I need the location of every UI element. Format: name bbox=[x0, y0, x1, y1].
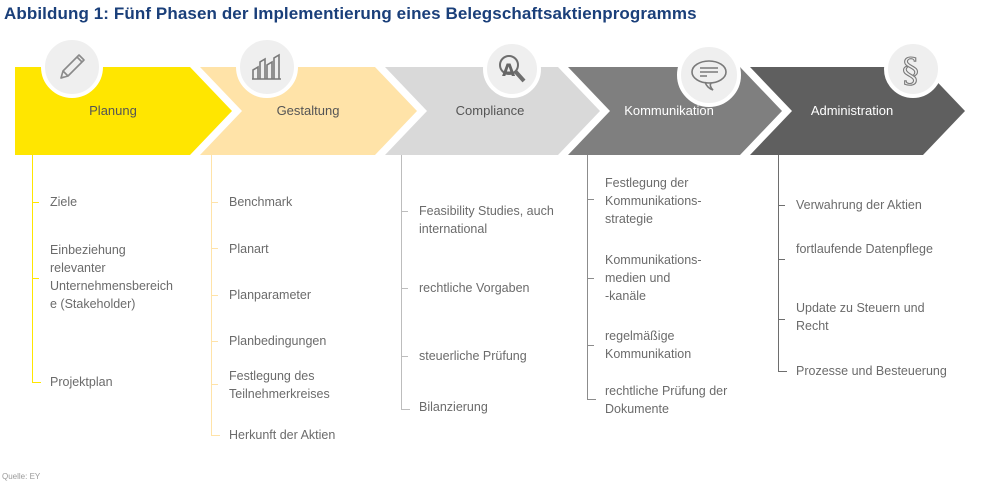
speech-bubble-icon bbox=[677, 43, 741, 107]
list-item: Festlegung des Teilnehmerkreises bbox=[229, 369, 330, 401]
connector-compliance bbox=[401, 155, 402, 409]
tick bbox=[587, 199, 594, 200]
list-item: Bilanzierung bbox=[419, 400, 488, 414]
tick bbox=[401, 211, 408, 212]
list-item: steuerliche Prüfung bbox=[419, 349, 527, 363]
tick-corner bbox=[211, 428, 220, 436]
phase-label-compliance: Compliance bbox=[455, 103, 525, 118]
list-item: fortlaufende Datenpflege bbox=[796, 242, 933, 256]
tick bbox=[778, 259, 785, 260]
tick bbox=[32, 202, 39, 203]
tick bbox=[211, 384, 218, 385]
tick bbox=[211, 295, 218, 296]
connector-kommunikation bbox=[587, 155, 588, 399]
tick bbox=[401, 356, 408, 357]
svg-text:A: A bbox=[502, 61, 516, 81]
phase-label-administration: Administration bbox=[810, 103, 894, 118]
paragraph-icon: § bbox=[884, 40, 942, 98]
phase-label-gestaltung: Gestaltung bbox=[276, 103, 340, 118]
pencil-icon bbox=[41, 36, 103, 98]
tick bbox=[778, 205, 785, 206]
list-item: Ziele bbox=[50, 195, 78, 209]
list-item: regelmäßige Kommunikation bbox=[605, 329, 692, 361]
tick bbox=[211, 248, 218, 249]
list-item: Planparameter bbox=[229, 288, 311, 302]
tick-corner bbox=[401, 402, 410, 410]
tick bbox=[778, 319, 785, 320]
phase-label-kommunikation: Kommunikation bbox=[624, 103, 714, 118]
tick bbox=[587, 278, 594, 279]
tick-corner bbox=[32, 375, 41, 383]
list-item: Festlegung der Kommunikations- strategie bbox=[605, 176, 702, 226]
phase-label-planung: Planung bbox=[89, 103, 137, 118]
list-item: Feasibility Studies, auch international bbox=[419, 204, 554, 236]
list-item: Herkunft der Aktien bbox=[229, 428, 336, 442]
list-item: Kommunikations- medien und -kanäle bbox=[605, 253, 702, 303]
tick bbox=[211, 202, 218, 203]
tick bbox=[587, 345, 594, 346]
list-item: rechtliche Vorgaben bbox=[419, 281, 530, 295]
list-item: Einbeziehung relevanter Unternehmensbere… bbox=[50, 243, 173, 311]
magnifier-icon: A bbox=[483, 40, 541, 98]
connector-planung bbox=[32, 155, 33, 382]
tick-corner bbox=[587, 392, 596, 400]
list-item: Update zu Steuern und Recht bbox=[796, 301, 925, 333]
tick bbox=[401, 288, 408, 289]
svg-text:§: § bbox=[902, 51, 919, 87]
tick bbox=[32, 278, 39, 279]
tick-corner bbox=[778, 364, 787, 372]
bar-chart-icon bbox=[236, 36, 298, 98]
connector-administration bbox=[778, 155, 779, 371]
list-item: Projektplan bbox=[50, 375, 113, 389]
figure-title: Abbildung 1: Fünf Phasen der Implementie… bbox=[4, 4, 697, 23]
list-item: Benchmark bbox=[229, 195, 293, 209]
chevron-compliance bbox=[385, 67, 600, 155]
list-item: Planart bbox=[229, 242, 269, 256]
list-item: Verwahrung der Aktien bbox=[796, 198, 922, 212]
list-item: rechtliche Prüfung der Dokumente bbox=[605, 384, 728, 416]
tick bbox=[211, 341, 218, 342]
list-item: Prozesse und Besteuerung bbox=[796, 364, 947, 378]
list-item: Planbedingungen bbox=[229, 334, 327, 348]
source-note: Quelle: EY bbox=[2, 472, 41, 481]
